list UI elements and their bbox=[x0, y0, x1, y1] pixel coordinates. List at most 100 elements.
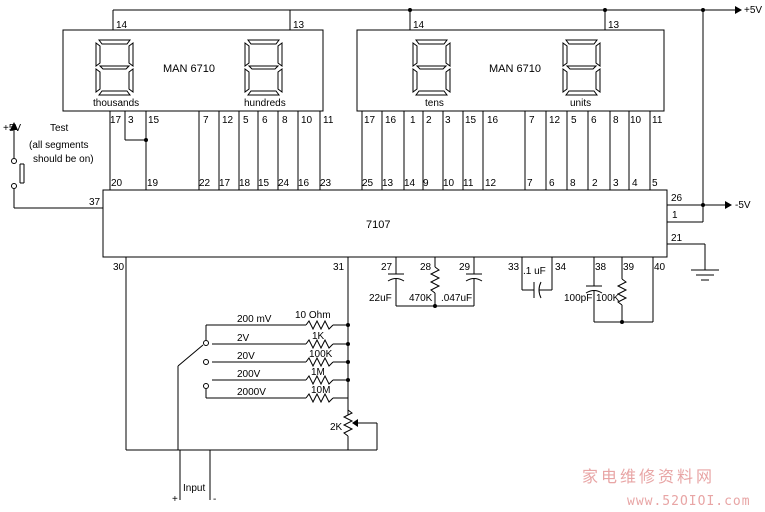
pin-number: 7 bbox=[203, 115, 209, 126]
chip-pin: 15 bbox=[258, 178, 270, 189]
vplus-rail bbox=[112, 6, 742, 205]
test-label-line1: Test bbox=[50, 123, 69, 134]
chip-pin: 9 bbox=[423, 178, 429, 189]
chip-pin: 39 bbox=[623, 262, 635, 273]
cap-100pf-label: 100pF bbox=[564, 293, 592, 304]
range-200mv: 200 mV bbox=[237, 314, 272, 325]
left-part-label: MAN 6710 bbox=[163, 63, 215, 75]
digit-thousands-seven-segment bbox=[95, 39, 134, 96]
range-200v: 200V bbox=[237, 369, 261, 380]
test-switch[interactable] bbox=[10, 122, 103, 209]
pin-number: 17 bbox=[364, 115, 376, 126]
digit-tens-seven-segment bbox=[412, 39, 451, 96]
right-display-bottom-pins: 17 16 1 2 3 15 16 7 12 5 6 8 10 11 bbox=[364, 115, 663, 126]
chip-pin: 7 bbox=[527, 178, 533, 189]
test-label-line3: should be on) bbox=[33, 154, 94, 165]
input-label: Input bbox=[183, 483, 205, 494]
chip-pin: 27 bbox=[381, 262, 393, 273]
test-vplus-label: +5V bbox=[3, 123, 21, 134]
pin-number: 5 bbox=[243, 115, 249, 126]
pin-number: 10 bbox=[630, 115, 642, 126]
input-minus-label: - bbox=[213, 494, 216, 505]
left-display-bottom-pins: 17 3 15 7 12 5 6 8 10 11 bbox=[110, 115, 334, 126]
chip-pin: 23 bbox=[320, 178, 332, 189]
chip-label: 7107 bbox=[366, 219, 390, 231]
pin-number: 6 bbox=[262, 115, 268, 126]
pin-number: 1 bbox=[410, 115, 416, 126]
chip-pin: 40 bbox=[654, 262, 666, 273]
chip-pin: 11 bbox=[463, 178, 474, 189]
pin-number: 2 bbox=[426, 115, 432, 126]
chip-pin-37: 37 bbox=[89, 197, 101, 208]
chip-pin: 28 bbox=[420, 262, 432, 273]
vminus-label: -5V bbox=[735, 200, 751, 211]
pin-number: 11 bbox=[323, 115, 334, 126]
chip-pin: 17 bbox=[219, 178, 231, 189]
pot-wiper-arrow-icon bbox=[352, 419, 358, 427]
integrator-network bbox=[387, 257, 483, 308]
res-1k-label: 1K bbox=[312, 331, 325, 342]
watermark-url: www.52OIOI.com bbox=[627, 494, 751, 509]
input-network bbox=[125, 257, 378, 500]
res-10m-label: 10M bbox=[311, 385, 330, 396]
watermark-cn: 家电维修资料网 bbox=[582, 467, 715, 486]
pin-number: 16 bbox=[385, 115, 397, 126]
chip-pin: 8 bbox=[570, 178, 576, 189]
chip-pin: 4 bbox=[632, 178, 638, 189]
pin-number: 16 bbox=[487, 115, 499, 126]
digit-units-seven-segment bbox=[562, 39, 601, 96]
chip-pin: 38 bbox=[595, 262, 607, 273]
chip-pin: 12 bbox=[485, 178, 497, 189]
test-label-line2: (all segments bbox=[29, 140, 88, 151]
chip-pin-21: 21 bbox=[671, 233, 683, 244]
chip-pin-31: 31 bbox=[333, 262, 345, 273]
chip-pin: 22 bbox=[199, 178, 211, 189]
res-100k-label: 100K bbox=[596, 293, 620, 304]
chip-pin: 10 bbox=[443, 178, 455, 189]
vplus-arrow-icon bbox=[735, 6, 742, 14]
res-470k-label: 470K bbox=[409, 293, 433, 304]
supply-right bbox=[667, 201, 732, 281]
pin-number: 7 bbox=[529, 115, 535, 126]
digit-units-label: units bbox=[570, 98, 591, 109]
chip-pin: 33 bbox=[508, 262, 520, 273]
chip-pin: 19 bbox=[147, 178, 159, 189]
cap-1uf-label: .1 uF bbox=[523, 266, 546, 277]
chip-bottom-pins: 27 28 29 33 34 38 39 40 bbox=[381, 262, 666, 273]
chip-pin: 20 bbox=[111, 178, 123, 189]
pin-number: 3 bbox=[128, 115, 134, 126]
pin-number: 5 bbox=[571, 115, 577, 126]
cap-22uf-label: 22uF bbox=[369, 293, 392, 304]
pin-number: 11 bbox=[652, 115, 663, 126]
pin-number: 8 bbox=[613, 115, 619, 126]
digit-tens-label: tens bbox=[425, 98, 444, 109]
right-pin-14: 14 bbox=[413, 20, 425, 31]
chip-pin: 16 bbox=[298, 178, 310, 189]
chip-pin: 3 bbox=[613, 178, 619, 189]
ref-capacitor bbox=[521, 257, 553, 299]
chip-pin-26: 26 bbox=[671, 193, 683, 204]
pin-number: 15 bbox=[465, 115, 477, 126]
digit-hundreds-label: hundreds bbox=[244, 98, 286, 109]
chip-pin: 34 bbox=[555, 262, 567, 273]
res-100k-ladder-label: 100K bbox=[309, 349, 333, 360]
chip-7107: 7107 bbox=[102, 189, 668, 258]
res-1m-label: 1M bbox=[311, 367, 325, 378]
vplus-top-label: +5V bbox=[744, 5, 762, 16]
chip-pin: 13 bbox=[382, 178, 394, 189]
input-plus-label: + bbox=[172, 494, 178, 505]
chip-pin: 2 bbox=[592, 178, 598, 189]
chip-pin: 14 bbox=[404, 178, 416, 189]
chip-pin: 29 bbox=[459, 262, 471, 273]
pin-number: 8 bbox=[282, 115, 288, 126]
pin-number: 17 bbox=[110, 115, 122, 126]
chip-top-pins: 20 19 22 17 18 15 24 16 23 25 13 14 9 10… bbox=[111, 178, 658, 189]
display-left: 14 13 MAN 6710 thousands hundreds bbox=[62, 20, 324, 112]
pin-number: 3 bbox=[445, 115, 451, 126]
vminus-arrow-icon bbox=[725, 201, 732, 209]
digit-hundreds-seven-segment bbox=[244, 39, 283, 96]
oscillator-network bbox=[585, 257, 654, 324]
digit-thousands-label: thousands bbox=[93, 98, 139, 109]
